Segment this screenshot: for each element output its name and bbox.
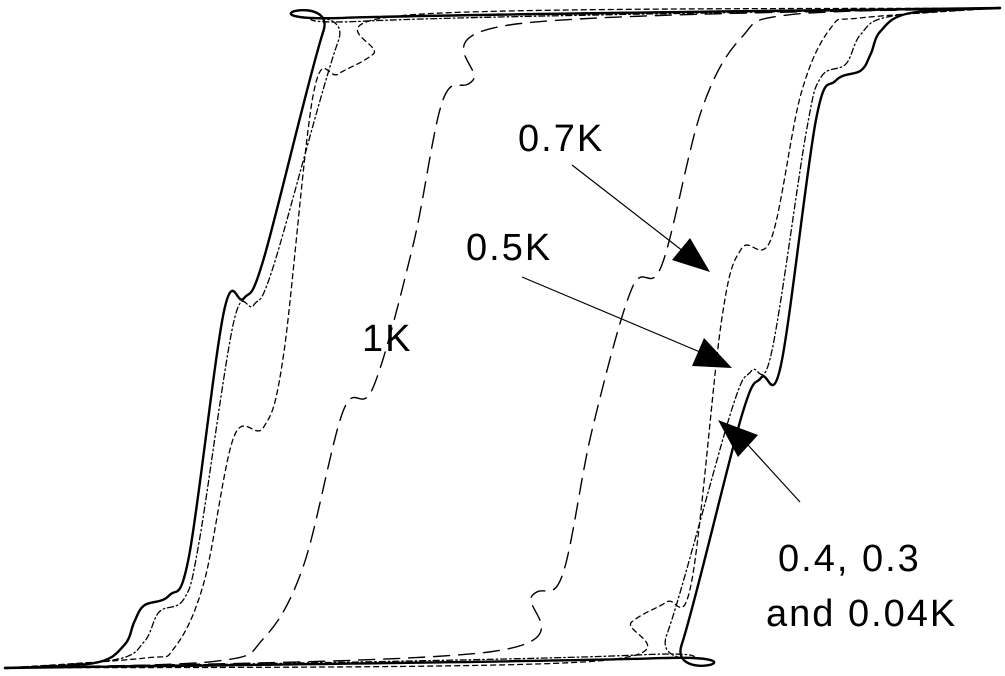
series-3-ascending-branch xyxy=(4,7,1001,669)
label-1k: 1K xyxy=(362,318,412,360)
arrow-0.7k-line xyxy=(571,164,689,256)
arrow-0.7k-head xyxy=(672,238,710,272)
curve-group xyxy=(3,6,1002,670)
annotation-arrows xyxy=(521,164,801,503)
arrow-0.5k-head xyxy=(692,338,732,368)
series-1-ascending-branch xyxy=(4,7,1001,669)
arrow-0.5k-line xyxy=(521,276,701,353)
series-2-descending-branch xyxy=(4,7,1001,669)
label-0.7k: 0.7K xyxy=(518,118,604,160)
label-0.4k-line2: and 0.04K xyxy=(766,593,957,635)
arrow-0.4k-head xyxy=(718,420,758,457)
label-0.5k: 0.5K xyxy=(466,227,552,269)
series-3-descending-branch xyxy=(4,7,1001,669)
arrow-0.4k-line xyxy=(747,444,801,503)
series-1-descending-branch xyxy=(4,7,1001,669)
label-0.4k-line1: 0.4, 0.3 xyxy=(778,538,921,580)
series-0-descending-branch xyxy=(3,6,1002,670)
series-0-ascending-branch xyxy=(3,6,1002,670)
series-2-ascending-branch xyxy=(4,7,1001,669)
